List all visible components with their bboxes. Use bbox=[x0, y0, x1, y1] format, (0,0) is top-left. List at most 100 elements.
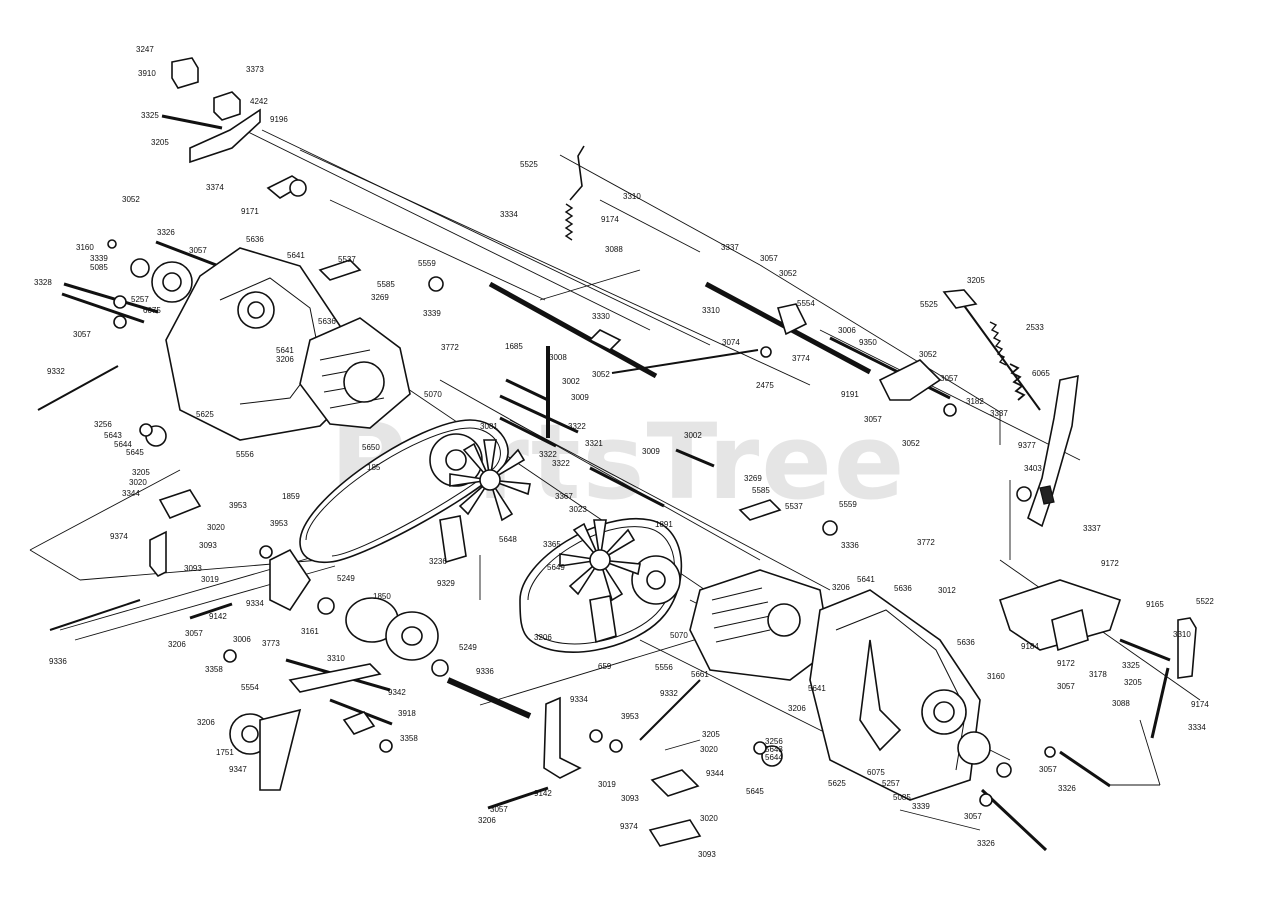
part-callout: 3093 bbox=[184, 564, 202, 573]
part-callout: 3052 bbox=[779, 269, 797, 278]
part-callout: 3020 bbox=[207, 523, 225, 532]
part-callout: 1685 bbox=[505, 342, 523, 351]
part-callout: 3918 bbox=[398, 709, 416, 718]
part-callout: 3002 bbox=[562, 377, 580, 386]
part-callout: 3322 bbox=[539, 450, 557, 459]
part-callout: 3339 bbox=[912, 802, 930, 811]
part-callout: 5636 bbox=[957, 638, 975, 647]
part-callout: 5644 bbox=[114, 440, 132, 449]
part-callout: 5085 bbox=[90, 263, 108, 272]
part-callout: 3330 bbox=[592, 312, 610, 321]
part-callout: 3374 bbox=[206, 183, 224, 192]
part-callout: 9374 bbox=[620, 822, 638, 831]
part-callout: 3269 bbox=[744, 474, 762, 483]
part-callout: 3006 bbox=[838, 326, 856, 335]
part-callout: 3772 bbox=[917, 538, 935, 547]
right-transmission bbox=[689, 569, 1056, 807]
part-callout: 3322 bbox=[552, 459, 570, 468]
part-callout: 1859 bbox=[282, 492, 300, 501]
part-callout: 9347 bbox=[229, 765, 247, 774]
part-callout: 5641 bbox=[857, 575, 875, 584]
part-callout: 1751 bbox=[216, 748, 234, 757]
part-callout: 3310 bbox=[702, 306, 720, 315]
part-callout: 3081 bbox=[480, 422, 498, 431]
belts-and-pulleys bbox=[229, 419, 683, 755]
part-callout: 5070 bbox=[424, 390, 442, 399]
part-callout: 5650 bbox=[362, 443, 380, 452]
brackets-and-levers bbox=[139, 57, 1197, 847]
fastener-bolts bbox=[37, 114, 1171, 852]
part-callout: 3019 bbox=[598, 780, 616, 789]
part-callout: 5554 bbox=[797, 299, 815, 308]
part-callout: 3057 bbox=[189, 246, 207, 255]
part-callout: 3057 bbox=[864, 415, 882, 424]
part-callout: 5645 bbox=[126, 448, 144, 457]
part-callout: 3310 bbox=[327, 654, 345, 663]
part-callout: 5559 bbox=[418, 259, 436, 268]
part-callout: 5522 bbox=[1196, 597, 1214, 606]
part-callout: 3772 bbox=[441, 343, 459, 352]
part-callout: 9174 bbox=[601, 215, 619, 224]
part-callout: 9191 bbox=[841, 390, 859, 399]
part-callout: 3205 bbox=[132, 468, 150, 477]
part-callout: 5554 bbox=[241, 683, 259, 692]
left-transmission bbox=[107, 239, 411, 441]
part-callout: 6075 bbox=[143, 306, 161, 315]
part-callout: 5643 bbox=[765, 745, 783, 754]
part-callout: 5636 bbox=[894, 584, 912, 593]
part-callout: 9329 bbox=[437, 579, 455, 588]
part-callout: 3310 bbox=[1173, 630, 1191, 639]
part-callout: 3182 bbox=[966, 397, 984, 406]
part-callout: 3774 bbox=[792, 354, 810, 363]
part-callout: 3365 bbox=[543, 540, 561, 549]
part-callout: 2475 bbox=[756, 381, 774, 390]
part-callout: 3023 bbox=[569, 505, 587, 514]
part-callout: 5644 bbox=[765, 753, 783, 762]
part-callout: 3336 bbox=[841, 541, 859, 550]
part-callout: 9342 bbox=[388, 688, 406, 697]
part-callout: 3326 bbox=[157, 228, 175, 237]
part-callout: 3009 bbox=[571, 393, 589, 402]
part-callout: 3256 bbox=[765, 737, 783, 746]
part-callout: 5525 bbox=[920, 300, 938, 309]
part-callout: 3358 bbox=[205, 665, 223, 674]
part-callout: 3206 bbox=[534, 633, 552, 642]
part-callout: 3373 bbox=[246, 65, 264, 74]
part-callout: 3020 bbox=[700, 814, 718, 823]
part-callout: 9172 bbox=[1101, 559, 1119, 568]
part-callout: 3205 bbox=[702, 730, 720, 739]
part-callout: 3910 bbox=[138, 69, 156, 78]
part-callout: 5645 bbox=[746, 787, 764, 796]
part-callout: 9196 bbox=[270, 115, 288, 124]
part-callout: 5585 bbox=[752, 486, 770, 495]
part-callout: 1891 bbox=[655, 520, 673, 529]
part-callout: 1850 bbox=[373, 592, 391, 601]
part-callout: 9374 bbox=[110, 532, 128, 541]
part-callout: 3093 bbox=[199, 541, 217, 550]
part-callout: 3057 bbox=[964, 812, 982, 821]
part-callout: 3325 bbox=[141, 111, 159, 120]
part-callout: 3057 bbox=[490, 805, 508, 814]
part-callout: 5556 bbox=[655, 663, 673, 672]
part-callout: 5641 bbox=[276, 346, 294, 355]
part-callout: 9334 bbox=[246, 599, 264, 608]
part-callout: 5641 bbox=[287, 251, 305, 260]
part-callout: 3403 bbox=[1024, 464, 1042, 473]
part-callout: 3052 bbox=[919, 350, 937, 359]
part-callout: 3206 bbox=[788, 704, 806, 713]
part-callout: 5085 bbox=[893, 793, 911, 802]
part-callout: 5537 bbox=[338, 255, 356, 264]
part-callout: 3009 bbox=[642, 447, 660, 456]
part-callout: 5648 bbox=[499, 535, 517, 544]
part-callout: 3205 bbox=[1124, 678, 1142, 687]
part-callout: 3953 bbox=[621, 712, 639, 721]
part-callout: 3328 bbox=[34, 278, 52, 287]
part-callout: 3093 bbox=[698, 850, 716, 859]
part-callout: 5636 bbox=[318, 317, 336, 326]
part-callout: 9142 bbox=[209, 612, 227, 621]
part-callout: 3074 bbox=[722, 338, 740, 347]
part-callout: 3206 bbox=[197, 718, 215, 727]
part-callout: 3160 bbox=[987, 672, 1005, 681]
part-callout: 9165 bbox=[1146, 600, 1164, 609]
